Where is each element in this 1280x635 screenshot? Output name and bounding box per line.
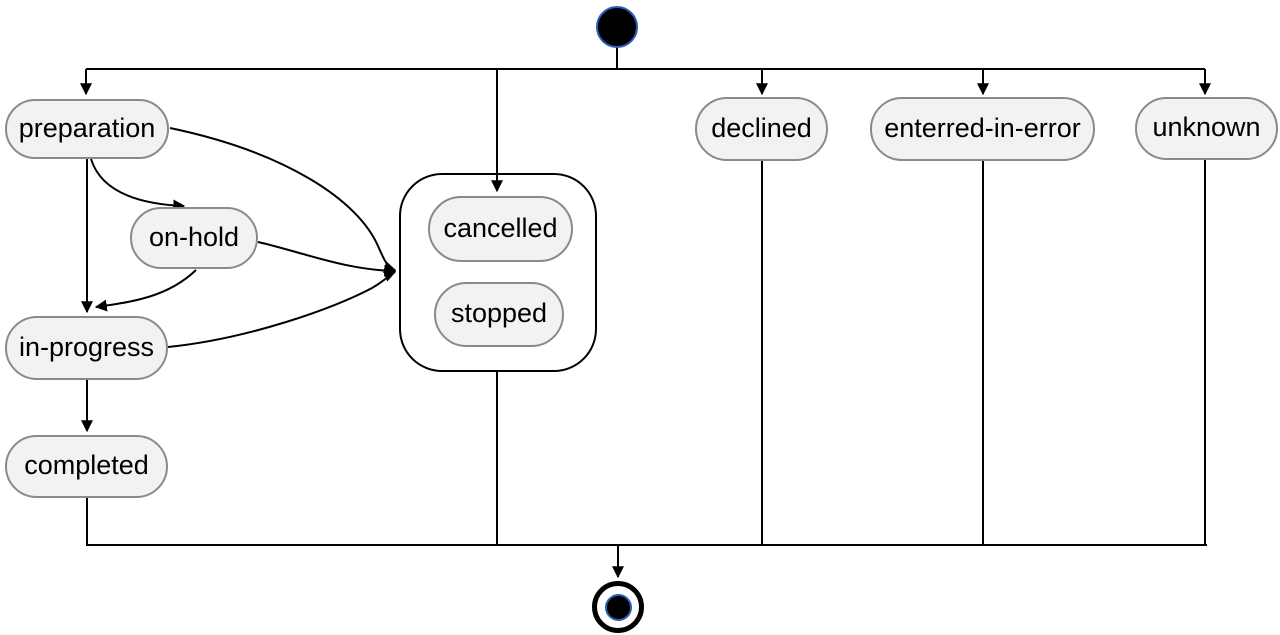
state-cancelled[interactable]: cancelled [428, 196, 573, 262]
final-state-dot-icon [604, 593, 632, 621]
state-declined[interactable]: declined [695, 97, 828, 161]
state-in-progress-label: in-progress [18, 331, 155, 362]
edge-on-hold-to-group [257, 241, 397, 277]
state-in-progress[interactable]: in-progress [5, 316, 168, 380]
state-unknown[interactable]: unknown [1135, 97, 1278, 160]
state-preparation-label: preparation [18, 112, 156, 143]
state-completed-label: completed [24, 450, 149, 480]
state-on-hold[interactable]: on-hold [130, 207, 258, 269]
state-declined-label: declined [711, 112, 812, 143]
state-enterred-in-error[interactable]: enterred-in-error [870, 97, 1095, 161]
state-stopped-label: stopped [450, 298, 548, 328]
edge-in-progress-to-group [167, 270, 397, 348]
state-unknown-label: unknown [1152, 112, 1261, 142]
state-completed[interactable]: completed [5, 435, 168, 498]
state-on-hold-label: on-hold [148, 221, 240, 252]
state-preparation[interactable]: preparation [5, 99, 169, 159]
state-stopped[interactable]: stopped [434, 282, 564, 347]
edge-preparation-to-on-hold [90, 158, 186, 212]
edge-on-hold-to-in-progress [94, 269, 197, 312]
final-state-node[interactable] [592, 581, 644, 633]
edge-preparation-to-group [169, 127, 397, 273]
state-cancelled-label: cancelled [443, 212, 558, 243]
state-enterred-in-error-label: enterred-in-error [884, 112, 1081, 143]
initial-state-node[interactable] [596, 6, 638, 48]
